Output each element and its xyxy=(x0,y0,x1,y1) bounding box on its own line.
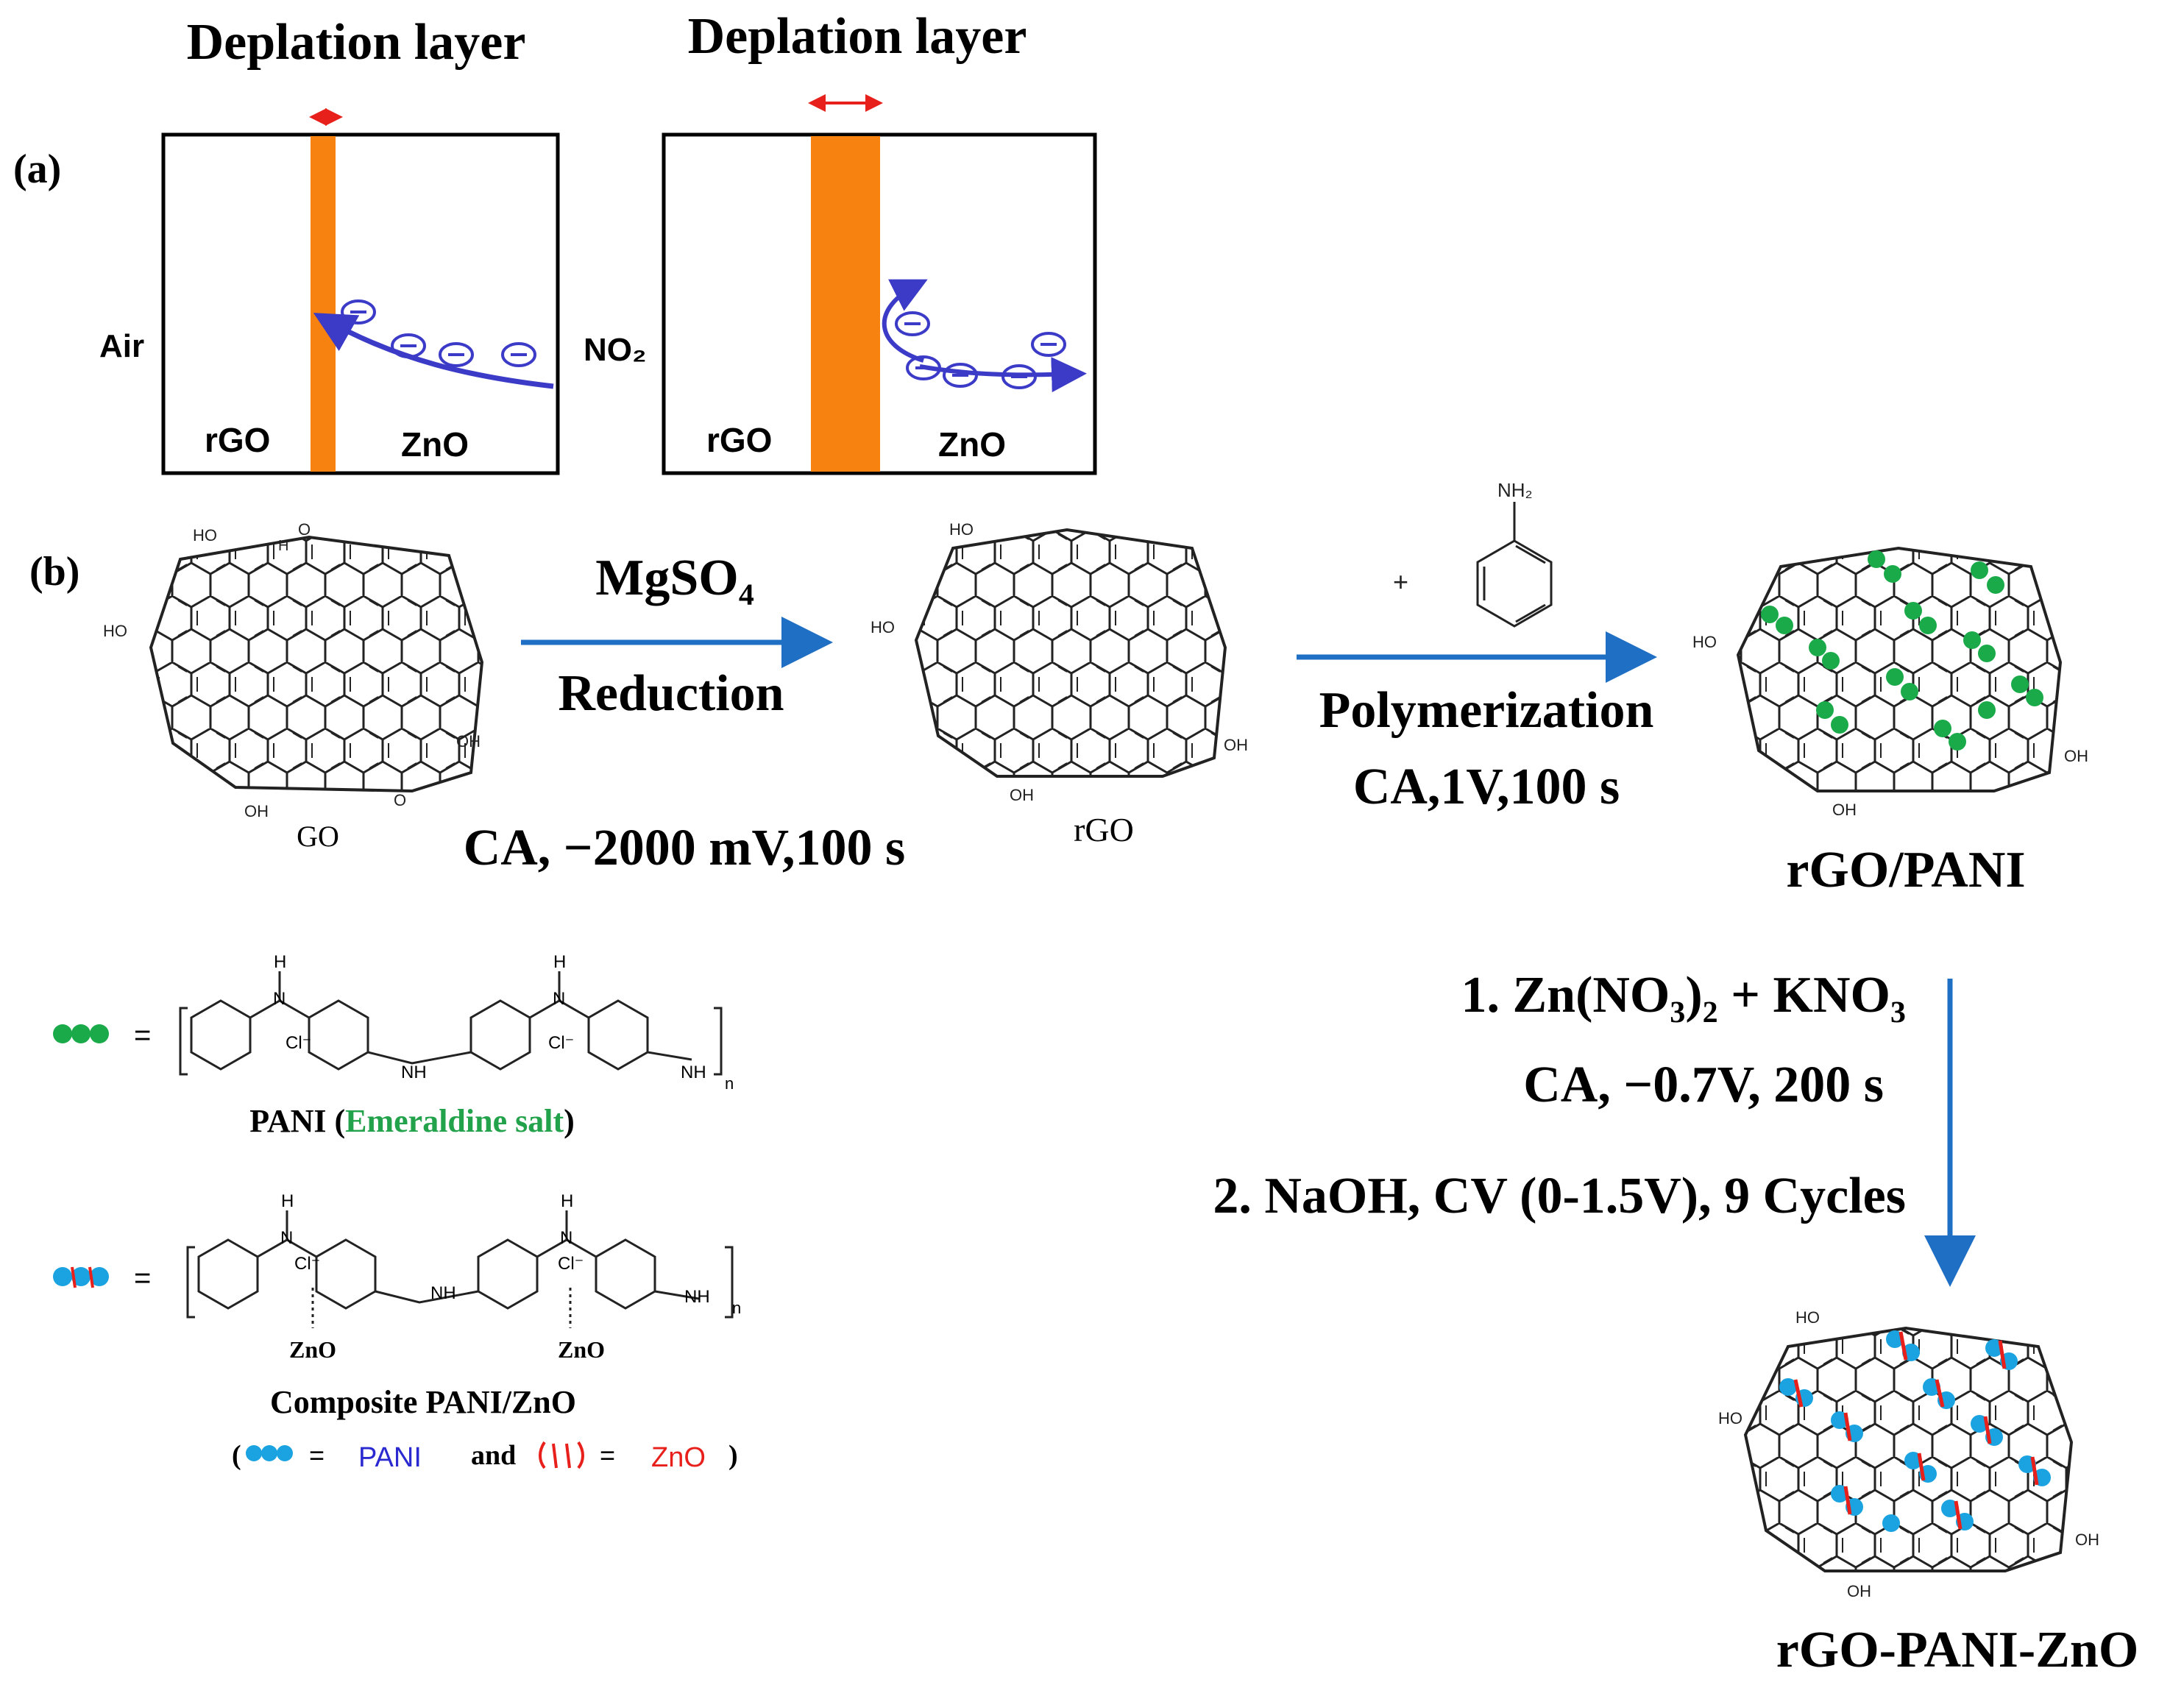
go-sheet: HO HO O H OH OH O xyxy=(103,520,484,820)
svg-text:Cl⁻: Cl⁻ xyxy=(294,1254,320,1274)
rgo-label-left: rGO xyxy=(205,421,270,459)
pani-name: PANI (Emeraldine salt) xyxy=(249,1103,575,1139)
zno-attach-1: ZnO xyxy=(289,1336,336,1363)
composite-structure xyxy=(186,1210,734,1328)
svg-text:OH: OH xyxy=(1847,1582,1871,1600)
legend-equals-2: = xyxy=(134,1262,151,1294)
step1-condition: CA, −2000 mV,100 s xyxy=(464,820,906,876)
composite-symbol xyxy=(53,1266,109,1288)
go-label: GO xyxy=(297,820,339,853)
svg-text:HO: HO xyxy=(193,526,217,545)
box-frame-left xyxy=(161,132,560,475)
svg-text:N: N xyxy=(280,1228,293,1248)
depletion-title-right: Deplation layer xyxy=(688,8,1027,65)
svg-text:HO: HO xyxy=(1718,1409,1742,1427)
electron-group-right xyxy=(895,311,1066,389)
svg-text:N: N xyxy=(553,989,565,1009)
svg-text:OH: OH xyxy=(1832,801,1857,819)
svg-text:O: O xyxy=(394,791,406,809)
pani-structure xyxy=(179,971,723,1076)
svg-text:N: N xyxy=(560,1228,572,1248)
svg-text:Cl⁻: Cl⁻ xyxy=(286,1033,311,1053)
svg-text:H: H xyxy=(278,538,288,554)
depletion-box-no2: Deplation layer NO₂ rGO ZnO xyxy=(584,8,1097,475)
svg-text:OH: OH xyxy=(2075,1530,2099,1549)
rgo-pani-label: rGO/PANI xyxy=(1786,842,2025,898)
svg-text:): ) xyxy=(728,1440,738,1471)
step2-action: Polymerization xyxy=(1319,682,1654,739)
gas-label-air: Air xyxy=(99,328,144,364)
composite-name: Composite PANI/ZnO xyxy=(270,1384,576,1420)
rgo-label-right: rGO xyxy=(706,421,772,459)
step1-action: Reduction xyxy=(558,665,784,722)
electron-group-left xyxy=(341,299,536,367)
zno-label-right: ZnO xyxy=(938,425,1006,464)
step2-condition: CA,1V,100 s xyxy=(1353,759,1620,815)
svg-text:HO: HO xyxy=(949,520,974,539)
pani-symbol-green xyxy=(53,1024,109,1043)
svg-text:Cl⁻: Cl⁻ xyxy=(548,1033,574,1053)
svg-text:NH: NH xyxy=(681,1063,706,1082)
step3-line2: CA, −0.7V, 200 s xyxy=(1523,1057,1884,1113)
svg-text:n: n xyxy=(725,1074,734,1093)
svg-text:=: = xyxy=(600,1440,615,1470)
step1-reagent: MgSO₄ xyxy=(595,550,754,606)
svg-text:OH: OH xyxy=(2064,747,2088,765)
svg-text:OH: OH xyxy=(456,732,481,751)
rgo-sheet: HO HO OH OH xyxy=(871,520,1248,804)
pani-dots-green xyxy=(1761,550,2043,751)
svg-text:NH: NH xyxy=(430,1283,456,1303)
rgo-label: rGO xyxy=(1074,811,1134,848)
svg-text:(: ( xyxy=(232,1440,241,1471)
svg-text:HO: HO xyxy=(1692,633,1717,651)
legend-equals-1: = xyxy=(134,1019,151,1051)
final-product-label: rGO-PANI-ZnO xyxy=(1776,1622,2139,1678)
svg-text:and: and xyxy=(471,1440,516,1471)
zno-attach-2: ZnO xyxy=(558,1336,605,1363)
svg-text:HO: HO xyxy=(103,622,127,640)
electron-flow-arrow-left xyxy=(313,313,554,389)
zno-marks-red xyxy=(1793,1331,2039,1530)
svg-text:NH: NH xyxy=(684,1287,710,1307)
step3-line1: 1. Zn(NO₃)₂ + KNO₃ xyxy=(1461,967,1906,1024)
panel-a-label: (a) xyxy=(13,146,61,192)
gas-label-no2: NO₂ xyxy=(584,332,647,368)
step3-line3: 2. NaOH, CV (0-1.5V), 9 Cycles xyxy=(1213,1168,1906,1224)
rgo-pani-zno-sheet: HO HO OH OH xyxy=(1718,1308,2099,1600)
zno-label-left: ZnO xyxy=(401,425,469,464)
svg-text:H: H xyxy=(553,952,566,972)
svg-text:n: n xyxy=(732,1299,741,1317)
depletion-box-air: Deplation layer Air rGO ZnO xyxy=(99,14,560,475)
svg-text:OH: OH xyxy=(244,802,269,820)
depletion-layer-thin xyxy=(311,136,336,472)
svg-text:ZnO: ZnO xyxy=(651,1442,706,1473)
legend-pani: = H N Cl⁻ NH H N Cl⁻ NH n PANI (Emeraldi… xyxy=(53,952,734,1139)
box-frame-right xyxy=(662,132,1097,475)
rgo-pani-sheet: HO OH OH xyxy=(1692,546,2088,819)
svg-text:OH: OH xyxy=(1010,786,1034,804)
svg-text:NH: NH xyxy=(401,1063,427,1082)
plus-sign: + xyxy=(1393,567,1408,597)
aniline-molecule: NH₂ + xyxy=(1393,479,1553,628)
svg-text:H: H xyxy=(561,1191,573,1211)
svg-text:PANI: PANI xyxy=(358,1442,422,1473)
svg-text:=: = xyxy=(309,1440,325,1470)
svg-text:OH: OH xyxy=(1224,736,1248,754)
amine-label: NH₂ xyxy=(1497,479,1533,501)
svg-text:HO: HO xyxy=(1795,1308,1820,1327)
depletion-title-left: Deplation layer xyxy=(187,14,526,71)
svg-text:Cl⁻: Cl⁻ xyxy=(558,1254,584,1274)
svg-text:N: N xyxy=(273,989,286,1009)
svg-text:O: O xyxy=(298,520,311,539)
svg-text:HO: HO xyxy=(871,618,895,636)
electron-repel-arrow xyxy=(882,279,928,363)
depletion-layer-thick xyxy=(811,136,880,472)
composite-key: ( = PANI and = ZnO ) xyxy=(232,1440,738,1473)
panel-b-label: (b) xyxy=(29,549,79,595)
legend-composite: = H N Cl⁻ NH H N Cl⁻ NH n ZnO ZnO Compos… xyxy=(53,1191,741,1473)
svg-text:H: H xyxy=(274,952,286,972)
svg-text:H: H xyxy=(281,1191,294,1211)
